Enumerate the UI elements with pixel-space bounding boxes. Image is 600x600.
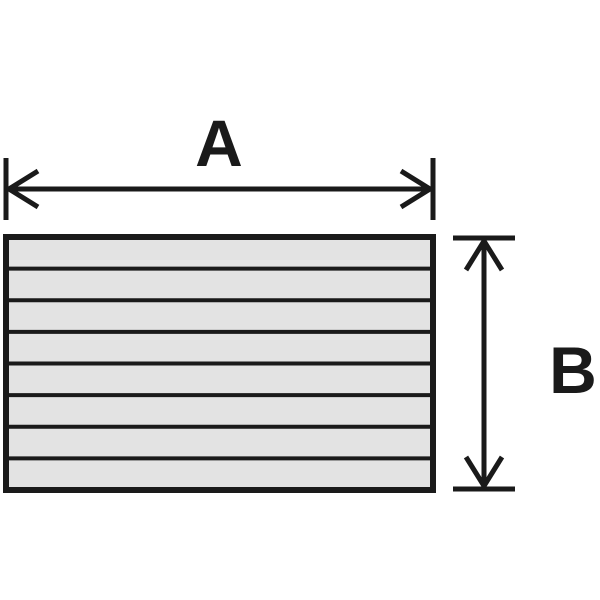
width-arrowhead-right [399,168,435,210]
width-label: A [195,106,243,180]
width-dimension: A [3,106,436,220]
height-arrowhead-bottom [463,455,505,491]
panel-outline [3,234,436,493]
height-dimension: B [453,235,597,492]
panel-stripes [6,266,433,461]
height-label: B [549,333,597,407]
striped-panel [3,234,436,493]
height-arrowhead-top [463,236,505,272]
width-arrowhead-left [4,168,40,210]
